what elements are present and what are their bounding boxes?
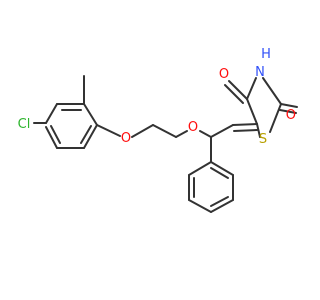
chlorine-atom: Cl (18, 117, 31, 132)
bond (269, 103, 282, 133)
bond (188, 199, 212, 213)
bond (45, 103, 58, 124)
carbonyl-oxygen-c4: O (219, 67, 229, 82)
bond (210, 167, 229, 179)
bond (131, 124, 154, 138)
bond (232, 123, 258, 126)
bond (233, 129, 258, 132)
bond (188, 161, 212, 176)
bond (175, 130, 188, 138)
bond (96, 124, 121, 137)
nitrogen-hydrogen: H (261, 47, 271, 62)
bond (83, 124, 98, 149)
bond (256, 123, 261, 138)
bond (279, 109, 297, 114)
carbonyl-oxygen-c2: O (286, 108, 296, 123)
bonds (33, 75, 298, 213)
bond (224, 84, 244, 104)
bond (199, 130, 212, 138)
bond (210, 196, 229, 207)
bond (45, 126, 58, 149)
molecule-diagram: Cl O O O O H N S (17, 47, 298, 213)
bond (210, 124, 234, 138)
bond (246, 98, 258, 125)
ether-oxygen-1: O (121, 131, 131, 146)
bond (262, 77, 282, 105)
bond (246, 77, 257, 100)
ether-oxygen-2: O (188, 120, 198, 135)
nitrogen-atom: N (255, 65, 265, 80)
sulfur-atom: S (259, 132, 267, 147)
bond (50, 125, 61, 144)
bond (210, 199, 234, 213)
bond (83, 103, 98, 126)
atom-labels: Cl O O O O H N S (18, 47, 296, 147)
bond (80, 125, 92, 144)
structure-svg: Cl O O O O H N S (18, 47, 298, 213)
bond (152, 124, 177, 138)
bond (210, 161, 234, 176)
bond (280, 103, 298, 108)
bond (228, 80, 248, 100)
